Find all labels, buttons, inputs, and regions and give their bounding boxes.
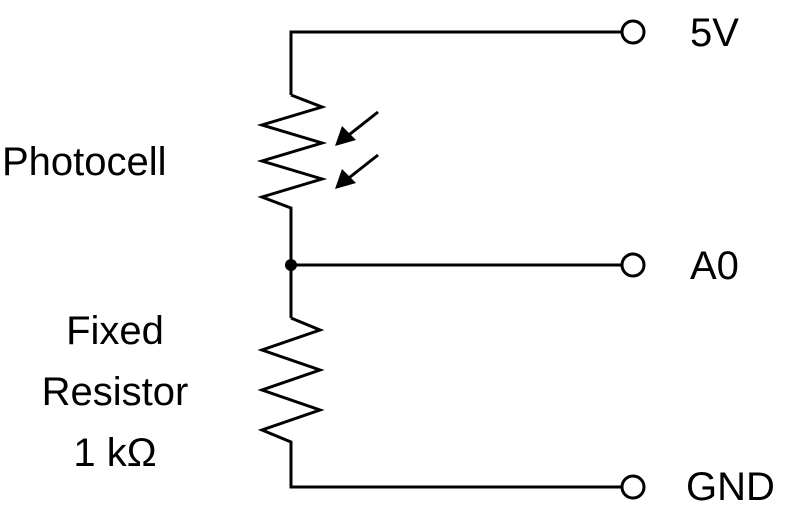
terminal-gnd xyxy=(620,474,646,500)
fixed-resistor xyxy=(257,316,325,452)
label-resistance-value: 1 kΩ xyxy=(73,431,157,475)
label-5v: 5V xyxy=(690,11,739,55)
terminal-5v xyxy=(620,19,646,45)
light-arrowhead-2 xyxy=(335,169,356,189)
light-arrow-1 xyxy=(344,110,379,140)
label-a0: A0 xyxy=(690,244,739,288)
label-fixed: Fixed xyxy=(66,309,164,353)
label-photocell: Photocell xyxy=(2,140,167,184)
photocell-resistor xyxy=(256,93,328,230)
wire-gnd xyxy=(289,452,622,489)
terminal-a0 xyxy=(620,252,646,278)
light-arrowhead-1 xyxy=(335,126,356,146)
light-arrow-2 xyxy=(344,153,379,183)
label-resistor: Resistor xyxy=(41,370,189,414)
junction-dot xyxy=(285,259,297,271)
wire-a0 xyxy=(289,230,622,267)
wire-5v xyxy=(289,30,622,95)
label-gnd: GND xyxy=(686,465,775,509)
